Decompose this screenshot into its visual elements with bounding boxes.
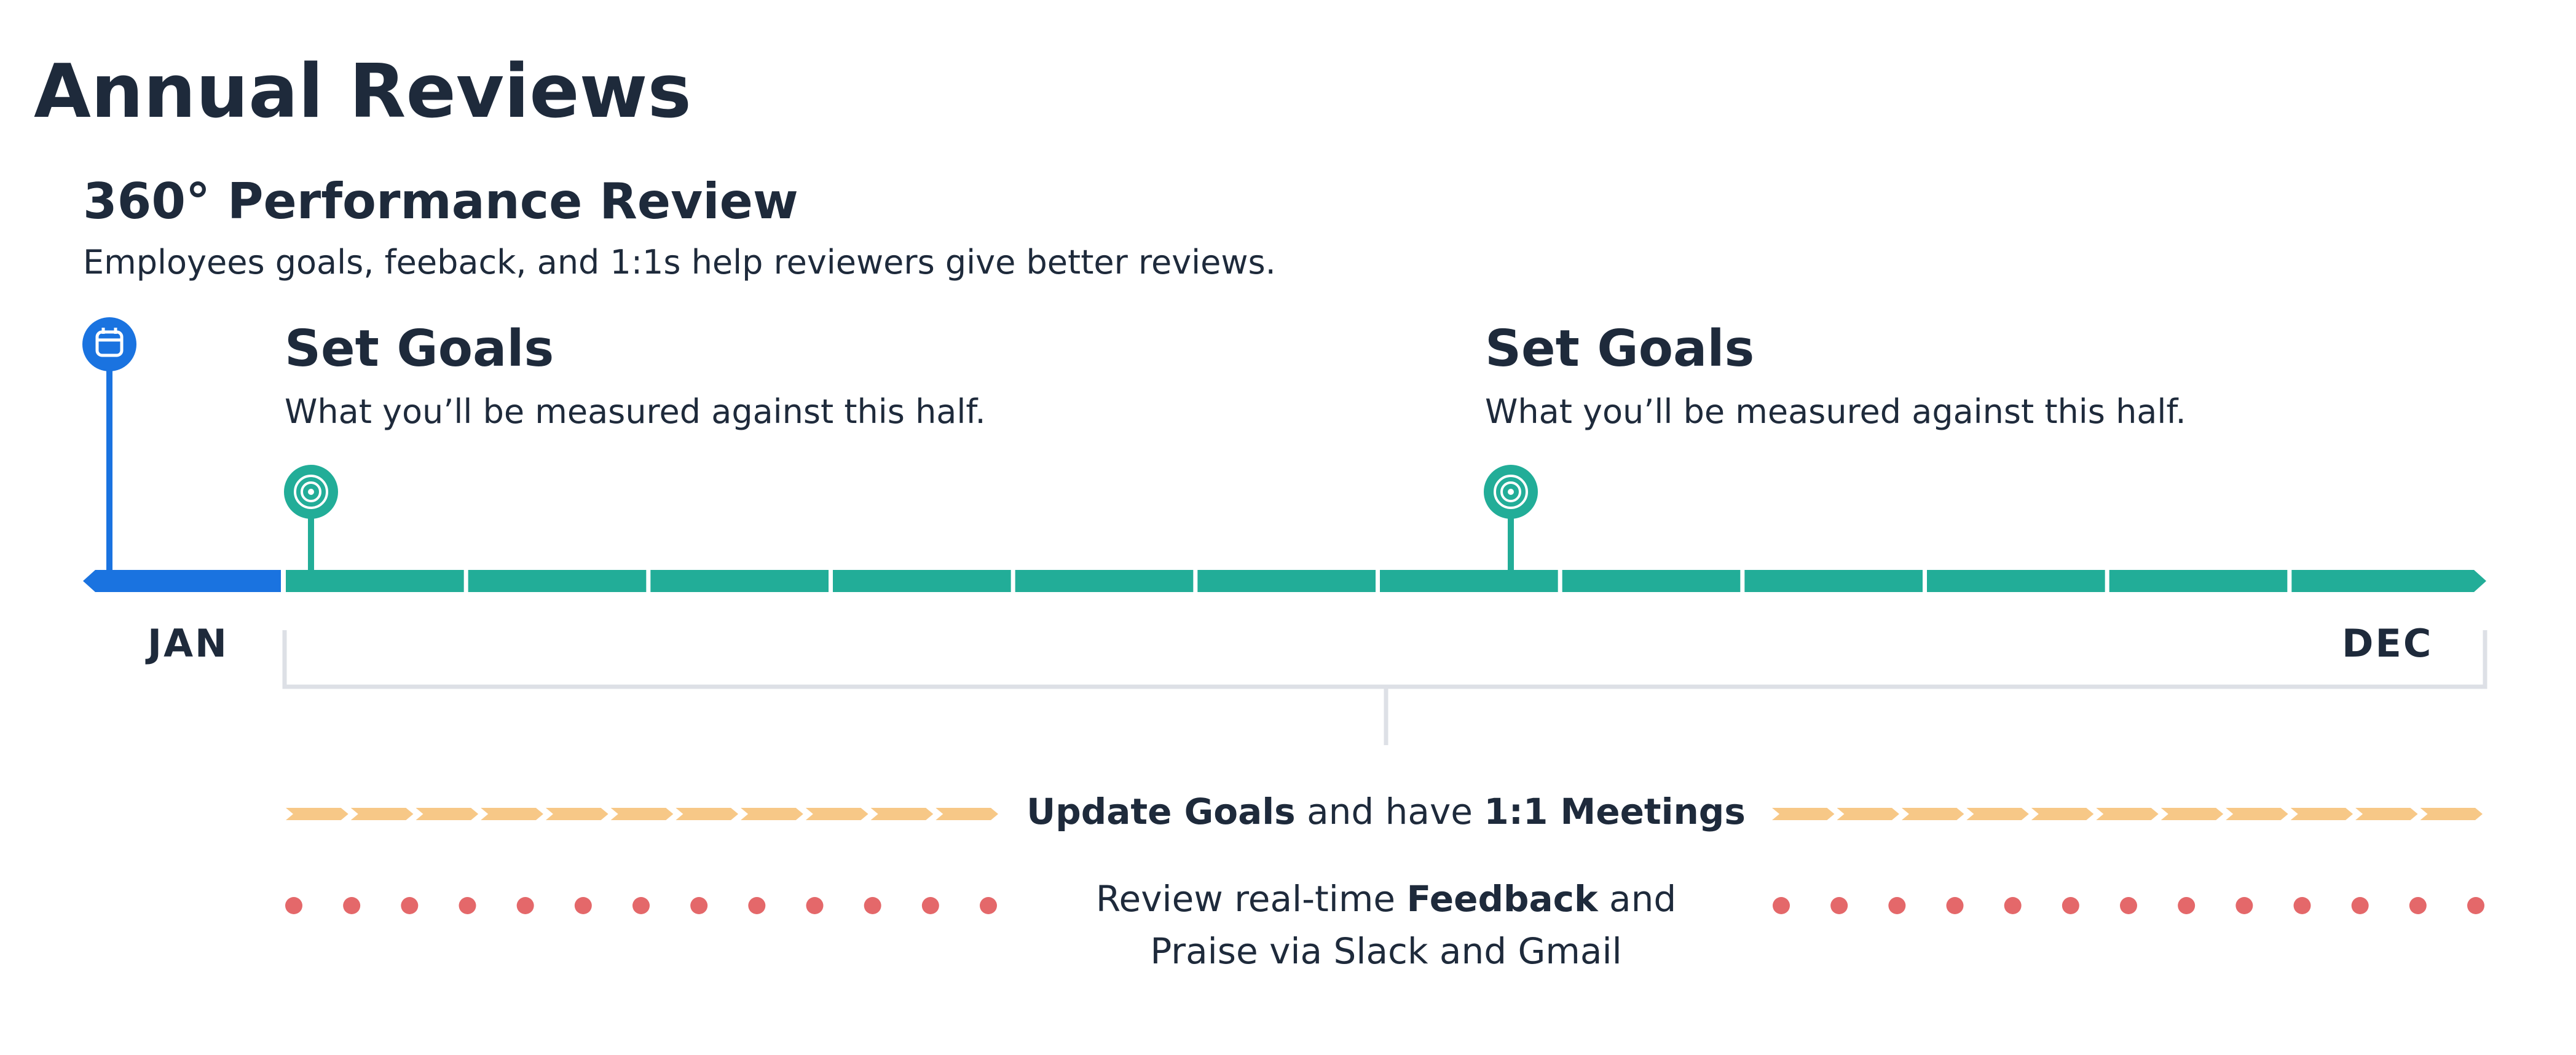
feedback-dot [2178, 897, 2196, 914]
timeline-month-segment [286, 570, 464, 592]
milestone-description: What you’ll be measured against this hal… [1485, 392, 2186, 431]
feedback-dot [2004, 897, 2022, 914]
timeline-month-segment [1380, 570, 1558, 592]
timeline-end-label: DEC [2342, 621, 2433, 666]
feedback-dot [632, 897, 650, 914]
timeline-month-segment [1744, 570, 1923, 592]
timeline-month-segments [286, 570, 2486, 592]
feedback-dot [806, 897, 824, 914]
feedback-bold: Feedback [1407, 878, 1599, 920]
timeline-month-segment [650, 570, 829, 592]
update-goals-chevron [870, 808, 934, 820]
timeline-month-segment [1197, 570, 1376, 592]
timeline-start-segment [83, 570, 281, 592]
feedback-label-line1: Review real-time Feedback and [1096, 878, 1676, 920]
feedback-dot [2409, 897, 2427, 914]
update-goals-chevron [2160, 808, 2224, 820]
feedback-track-right [1773, 897, 2484, 914]
update-goals-chevron [545, 808, 609, 820]
feedback-post: and [1598, 878, 1677, 920]
page-title: Annual Reviews [34, 49, 691, 135]
start-marker [82, 317, 136, 575]
timeline-month-segment [2109, 570, 2288, 592]
update-goals-label: Update Goals and have 1:1 Meetings [1026, 791, 1746, 832]
feedback-dot [2120, 897, 2137, 914]
target-icon [284, 465, 338, 519]
timeline-month-segment [1015, 570, 1194, 592]
milestone-description: What you’ll be measured against this hal… [285, 392, 986, 431]
feedback-dot [401, 897, 419, 914]
update-goals-chevron [1837, 808, 1899, 820]
feedback-track-left [285, 897, 997, 914]
update-goals-chevron [935, 808, 998, 820]
feedback-dot [459, 897, 476, 914]
feedback-pre: Review real-time [1096, 878, 1407, 920]
milestone-set-goals-h1: Set Goals What you’ll be measured agains… [284, 320, 986, 575]
feedback-dot [2351, 897, 2369, 914]
update-goals-chevron [676, 808, 739, 820]
update-goals-chevron [2355, 808, 2418, 820]
timeline-month-segment [1562, 570, 1741, 592]
update-goals-chevron [1772, 808, 1835, 820]
meetings-bold: 1:1 Meetings [1484, 791, 1745, 832]
feedback-dot [1773, 897, 1790, 914]
update-goals-chevron [416, 808, 479, 820]
feedback-dot [980, 897, 997, 914]
feedback-dot [2062, 897, 2079, 914]
target-icon [1484, 465, 1538, 519]
feedback-dot [1946, 897, 1964, 914]
feedback-dot [2293, 897, 2311, 914]
update-goals-chevron [805, 808, 869, 820]
update-goals-chevron [2420, 808, 2483, 820]
update-goals-chevron [1901, 808, 1964, 820]
timeline-start-label: JAN [145, 621, 229, 666]
feedback-dot [864, 897, 881, 914]
feedback-label-line2: Praise via Slack and Gmail [1150, 930, 1621, 972]
timeline-month-segment [468, 570, 647, 592]
update-goals-track-left [286, 808, 998, 820]
update-goals-chevron [350, 808, 414, 820]
update-goals-chevron [1966, 808, 2029, 820]
feedback-dot [2467, 897, 2484, 914]
feedback-dot [921, 897, 939, 914]
update-goals-chevron [2096, 808, 2159, 820]
update-goals-chevron [2031, 808, 2094, 820]
timeline-month-segment [2291, 570, 2486, 592]
feedback-dot [343, 897, 361, 914]
update-goals-chevron [481, 808, 543, 820]
update-goals-chevron [2290, 808, 2353, 820]
update-goals-chevron [286, 808, 349, 820]
timeline-month-segment [1927, 570, 2105, 592]
timeline-month-segment [833, 570, 1011, 592]
feedback-dot [285, 897, 302, 914]
calendar-icon [82, 317, 136, 371]
section-description: Employees goals, feeback, and 1:1s help … [83, 243, 1276, 282]
year-bracket [282, 630, 2487, 745]
feedback-dot [690, 897, 708, 914]
feedback-dot [516, 897, 534, 914]
section-title: 360° Performance Review [83, 173, 798, 230]
update-goals-mid: and have [1296, 791, 1484, 832]
update-goals-bold: Update Goals [1026, 791, 1296, 832]
update-goals-track-right [1772, 808, 2483, 820]
feedback-dot [1830, 897, 1848, 914]
feedback-dot [2235, 897, 2253, 914]
feedback-dot [1888, 897, 1906, 914]
milestone-title: Set Goals [285, 320, 554, 378]
update-goals-chevron [610, 808, 674, 820]
feedback-dot [748, 897, 766, 914]
milestone-set-goals-h2: Set Goals What you’ll be measured agains… [1484, 320, 2186, 575]
timeline-bar [83, 570, 2486, 592]
update-goals-chevron [2226, 808, 2288, 820]
milestone-title: Set Goals [1485, 320, 1754, 378]
update-goals-chevron [741, 808, 803, 820]
feedback-dot [574, 897, 592, 914]
